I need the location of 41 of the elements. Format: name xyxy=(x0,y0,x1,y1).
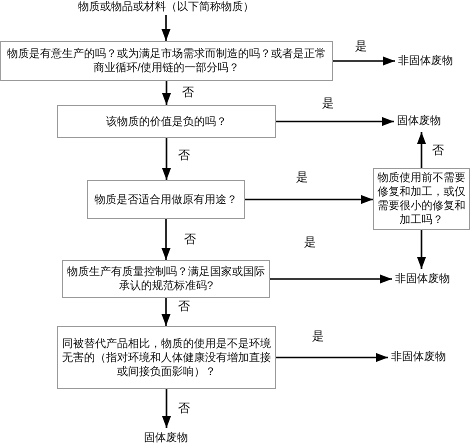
question-text: 物质是否适合用做原有用途？ xyxy=(94,192,238,206)
arrow xyxy=(162,298,170,326)
decision-box xyxy=(57,105,276,138)
decision-box xyxy=(0,41,333,81)
edge-label: 否 xyxy=(178,401,190,416)
edge-label: 是 xyxy=(296,170,308,185)
arrow xyxy=(270,274,392,284)
arrow xyxy=(162,15,170,41)
outcome-label: 非固体废物 xyxy=(391,350,446,365)
arrow xyxy=(333,56,395,66)
question-text: 同被替代产品相比，物质的使用是不是环境无害的（指对环境和人体健康没有增加直接或间接负面影响）？ xyxy=(61,336,272,378)
edge-label: 否 xyxy=(178,148,190,163)
arrow xyxy=(245,195,373,204)
edge-label: 否 xyxy=(178,299,190,314)
arrow xyxy=(162,138,171,180)
question-text: 物质使用前不需要修复和加工，或仅需要很小的修复和加工吗？ xyxy=(377,171,466,227)
input-label: 物质或物品或材料（以下简称物质） xyxy=(78,0,254,15)
outcome-label: 非固体废物 xyxy=(395,272,450,287)
arrow xyxy=(162,219,170,260)
arrow xyxy=(162,81,171,105)
edge-label: 是 xyxy=(304,235,316,250)
edge-label: 是 xyxy=(355,39,367,54)
question-text: 该物质的价值是负的吗？ xyxy=(106,114,227,128)
decision-box xyxy=(57,326,276,389)
question-text: 物质是有意生产的吗？或为满足市场需求而制造的吗？或者是正常商业循环/使用链的一部分吗？ xyxy=(6,47,327,75)
arrow xyxy=(276,117,394,126)
arrow xyxy=(162,389,171,428)
outcome-label: 固体废物 xyxy=(397,114,441,129)
edge-label: 否 xyxy=(432,143,444,158)
outcome-label: 非固体废物 xyxy=(398,54,453,69)
edge-label: 否 xyxy=(184,232,196,247)
arrow xyxy=(417,132,426,168)
arrow xyxy=(276,353,388,362)
edge-label: 是 xyxy=(312,329,324,344)
edge-label: 是 xyxy=(322,96,334,111)
arrow xyxy=(417,230,426,269)
decision-box xyxy=(87,180,245,219)
outcome-label: 固体废物 xyxy=(144,431,188,446)
edge-label: 否 xyxy=(182,85,194,100)
question-text: 物质生产有质量控制吗？满足国家或国际承认的规范标准码? xyxy=(66,265,266,293)
decision-box xyxy=(62,260,270,298)
